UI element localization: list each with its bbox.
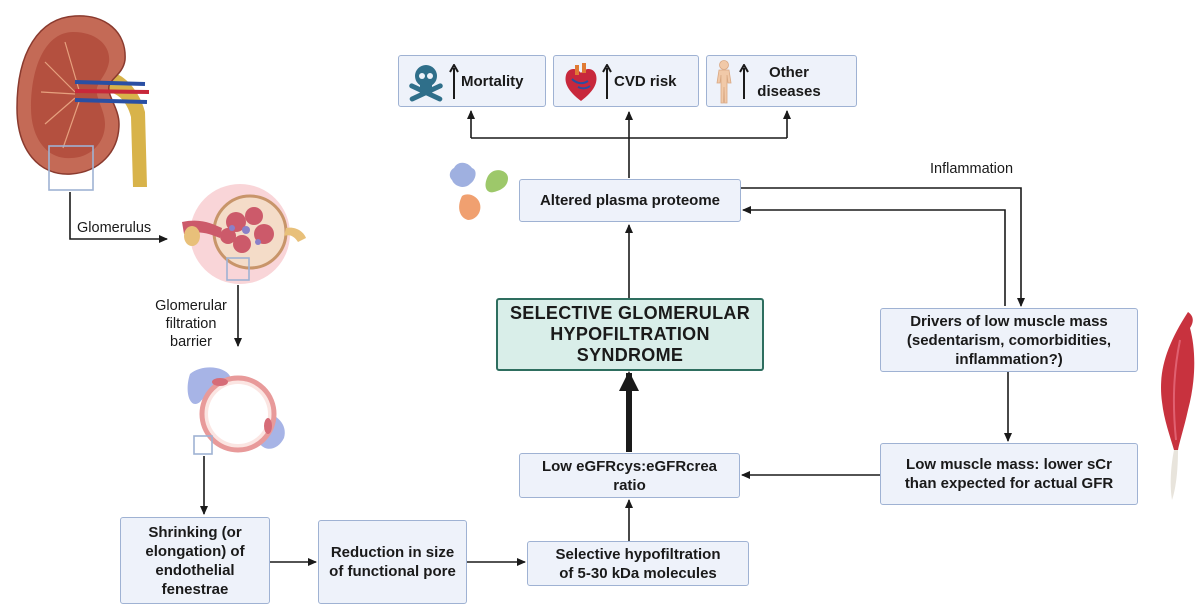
node-reduction-pore-size: Reduction in size of functional pore <box>318 520 467 604</box>
label-glomerular-filtration-barrier: Glomerular filtration barrier <box>155 298 227 350</box>
outcome-other-box: Other diseases <box>706 55 857 107</box>
outcome-other-label: Other diseases <box>757 64 821 100</box>
outcome-mortality-box: Mortality <box>398 55 546 107</box>
skull-crossbones-icon <box>409 65 443 102</box>
node-drivers-low-muscle-mass: Drivers of low muscle mass (sedentarism,… <box>880 308 1138 372</box>
arrow-kidney-to-glomerulus <box>69 192 168 243</box>
node-selective-hypofiltration: Selective hypofiltration of 5-30 kDa mol… <box>527 541 749 586</box>
label-glomerulus: Glomerulus <box>77 220 152 236</box>
human-body-icon <box>716 60 732 104</box>
protein-molecules-illustration <box>449 162 508 220</box>
node-low-egfr-ratio: Low eGFRcys:eGFRcrea ratio <box>519 453 740 498</box>
node-low-muscle-mass: Low muscle mass: lower sCr than expected… <box>880 443 1138 505</box>
arrow-drivers-to-proteome <box>742 206 1006 306</box>
node-shrinking-fenestrae: Shrinking (or elongation) of endothelial… <box>120 517 270 604</box>
up-arrow-icon <box>602 64 612 99</box>
outcome-mortality-label: Mortality <box>461 73 524 90</box>
glomerulus-illustration <box>182 184 306 284</box>
heart-icon <box>565 63 597 101</box>
arrow-proteome-to-drivers <box>741 187 1025 307</box>
outcome-cvd-label: CVD risk <box>614 73 677 90</box>
capillary-cross-section-illustration <box>187 367 285 455</box>
node-selective-glomerular-hypofiltration-syndrome: SELECTIVE GLOMERULAR HYPOFILTRATION SYND… <box>496 298 764 371</box>
label-inflammation: Inflammation <box>930 161 1014 177</box>
node-altered-plasma-proteome: Altered plasma proteome <box>519 179 741 222</box>
up-arrow-icon <box>449 64 459 99</box>
up-arrow-icon <box>739 64 749 99</box>
outcome-cvd-box: CVD risk <box>553 55 699 107</box>
muscle-illustration <box>1161 312 1195 500</box>
kidney-illustration <box>16 15 150 191</box>
